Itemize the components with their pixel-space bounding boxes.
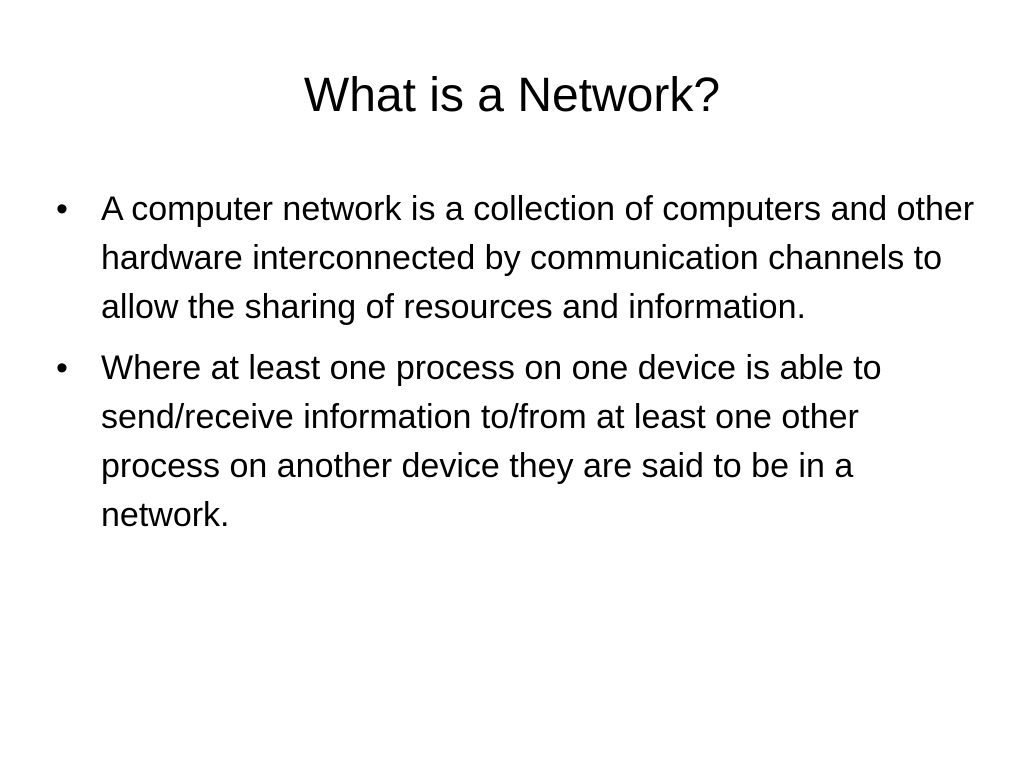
bullet-marker-icon: • (56, 349, 68, 387)
bullet-item: • Where at least one process on one devi… (56, 344, 976, 540)
bullet-marker-icon: • (56, 190, 68, 228)
bullet-text: Where at least one process on one device… (101, 349, 882, 534)
bullet-item: • A computer network is a collection of … (56, 185, 976, 332)
bullet-list: • A computer network is a collection of … (56, 185, 976, 552)
slide-title: What is a Network? (303, 69, 721, 122)
bullet-text: A computer network is a collection of co… (101, 190, 975, 326)
